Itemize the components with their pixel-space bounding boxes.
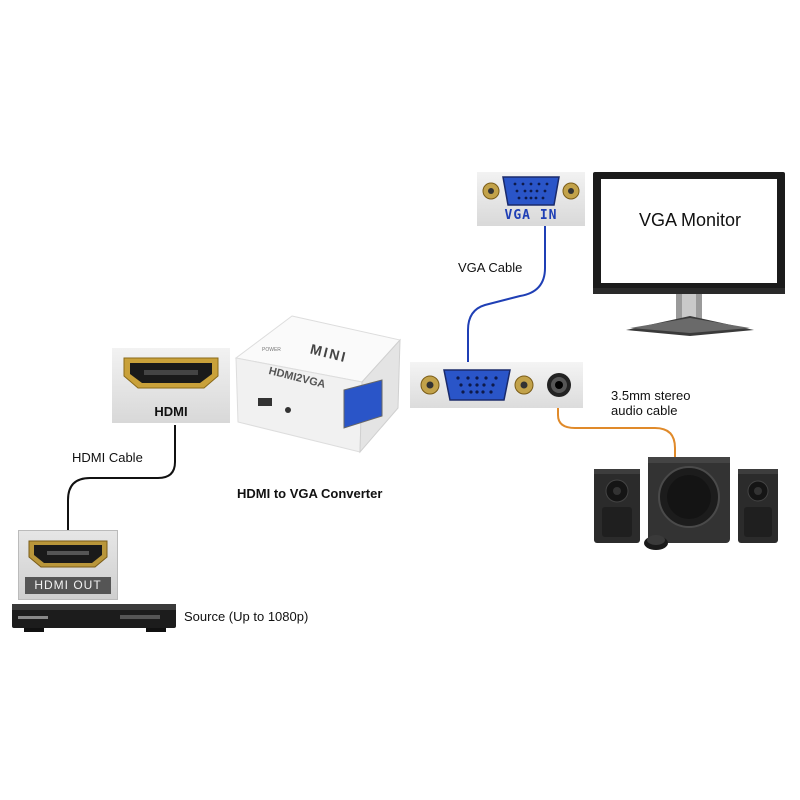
vga-input-port-icon bbox=[482, 176, 580, 206]
audio-jack-icon bbox=[547, 373, 571, 397]
hdmi-port-icon bbox=[123, 357, 219, 389]
converter-caption: HDMI to VGA Converter bbox=[237, 486, 383, 501]
volume-knob bbox=[644, 535, 668, 550]
hdmi-cable-line bbox=[67, 425, 176, 530]
left-speaker bbox=[594, 469, 640, 543]
vga-audio-port-panel bbox=[410, 362, 583, 408]
vga-monitor bbox=[593, 172, 785, 336]
hdmi-port-panel: HDMI bbox=[112, 348, 230, 423]
right-speaker bbox=[738, 469, 778, 543]
hdmi-out-label: HDMI OUT bbox=[25, 577, 111, 594]
vga-in-label: VGA IN bbox=[504, 208, 558, 223]
audio-cable-line bbox=[557, 400, 676, 462]
audio-cable-label-line2: audio cable bbox=[611, 403, 678, 418]
source-player-device bbox=[12, 604, 176, 632]
source-label: Source (Up to 1080p) bbox=[184, 609, 309, 624]
vga-monitor-label: VGA Monitor bbox=[638, 210, 742, 230]
audio-cable-label-line1: 3.5mm stereo bbox=[611, 388, 691, 403]
speaker-system bbox=[594, 457, 778, 550]
hdmi-out-port-icon bbox=[28, 540, 108, 568]
subwoofer bbox=[648, 457, 730, 543]
vga-output-port-icon bbox=[420, 369, 534, 401]
svg-text:POWER: POWER bbox=[262, 347, 281, 353]
vga-cable-line bbox=[467, 226, 546, 362]
hdmi-cable-label: HDMI Cable bbox=[72, 450, 143, 465]
hdmi-port-label: HDMI bbox=[154, 404, 188, 419]
vga-cable-label: VGA Cable bbox=[458, 260, 523, 275]
hdmi-to-vga-converter: POWER bbox=[234, 315, 401, 454]
hdmi-out-panel: HDMI OUT bbox=[18, 530, 118, 600]
vga-in-panel: VGA IN bbox=[477, 172, 585, 226]
